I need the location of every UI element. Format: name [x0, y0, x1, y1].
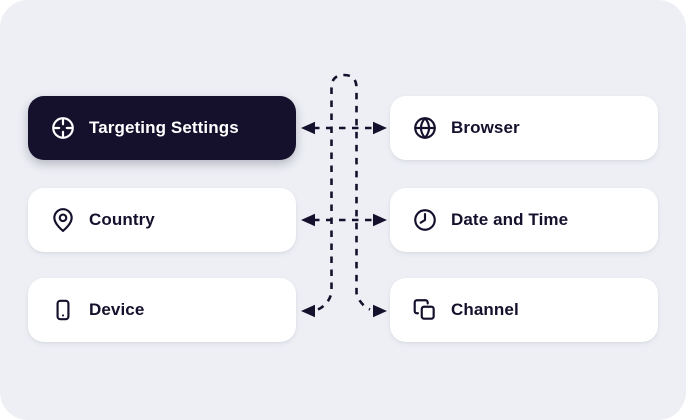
card-label: Targeting Settings	[89, 118, 239, 137]
arrow-right-row3	[373, 304, 387, 318]
card-label: Date and Time	[451, 210, 569, 229]
card-date-and-time: Date and Time	[390, 188, 658, 252]
card-device: Device	[28, 278, 296, 342]
smartphone-icon	[50, 297, 76, 323]
arrow-left-row1	[301, 121, 315, 135]
map-pin-icon	[50, 207, 76, 233]
card-channel: Channel	[390, 278, 658, 342]
card-browser: Browser	[390, 96, 658, 160]
arrow-left-row3	[301, 304, 315, 318]
arrow-right-row1	[373, 121, 387, 135]
arrow-right-row2	[373, 213, 387, 227]
globe-icon	[412, 115, 438, 141]
connector-loop	[317, 73, 371, 311]
card-label: Country	[89, 210, 155, 229]
arrow-left-row2	[301, 213, 315, 227]
clock-icon	[412, 207, 438, 233]
card-label: Browser	[451, 118, 520, 137]
channel-copy-icon	[412, 297, 438, 323]
card-country: Country	[28, 188, 296, 252]
target-icon	[50, 115, 76, 141]
card-targeting-settings: Targeting Settings	[28, 96, 296, 160]
card-label: Device	[89, 300, 145, 319]
card-label: Channel	[451, 300, 519, 319]
